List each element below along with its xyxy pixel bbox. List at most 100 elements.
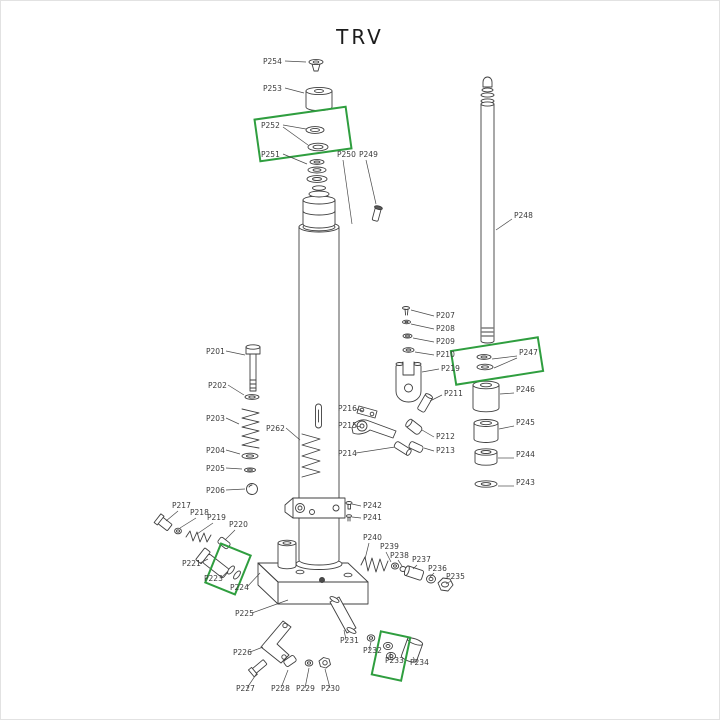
part-label-P216: P216 — [338, 404, 357, 413]
part-label-P227: P227 — [236, 684, 255, 693]
leader-line-P235 — [445, 580, 452, 585]
leader-line-P253 — [284, 87, 305, 94]
part-label-P243: P243 — [516, 478, 535, 487]
leader-line-P209 — [412, 337, 435, 343]
part-p218-washer — [174, 527, 182, 535]
part-p227-bolt — [247, 659, 268, 678]
leader-line-P206 — [225, 488, 246, 491]
leader-line-P214 — [355, 446, 396, 454]
part-p206-ball — [246, 483, 258, 495]
main-cylinder — [298, 221, 340, 566]
leader-line-P228 — [280, 669, 289, 689]
part-label-P233: P233 — [385, 656, 404, 665]
leader-line-P236 — [429, 572, 435, 578]
highlight-box-P223 — [203, 542, 253, 596]
part-p236-ring — [426, 574, 436, 584]
part-label-P214: P214 — [338, 449, 357, 458]
part-label-P247: P247 — [519, 348, 538, 357]
part-p205-ring — [244, 467, 256, 473]
leader-line-P227 — [246, 672, 258, 689]
leader-line-P250 — [342, 159, 353, 225]
parts-layer — [153, 58, 500, 678]
highlight-box-P252 — [253, 105, 353, 163]
leader-line-P241 — [351, 516, 362, 519]
leader-line-P215 — [355, 425, 362, 428]
part-p213-pin — [408, 441, 424, 453]
part-label-P244: P244 — [516, 450, 535, 459]
leader-line-P238 — [397, 559, 403, 567]
leader-line-P213 — [423, 447, 435, 452]
leader-line-P234 — [412, 656, 417, 663]
leader-line-P240 — [364, 542, 370, 560]
part-label-P211: P211 — [444, 389, 463, 398]
part-p254-screw — [308, 58, 324, 72]
part-label-P212: P212 — [436, 432, 455, 441]
part-p246-bushing — [472, 380, 500, 413]
leader-line-P262 — [285, 427, 301, 441]
leader-line-P233 — [389, 651, 392, 661]
highlight-box-P233 — [370, 630, 412, 682]
part-p243-washer — [474, 480, 498, 488]
leader-line-P254 — [284, 60, 307, 63]
highlight-box-P247 — [449, 336, 545, 386]
leader-line-P242 — [351, 503, 362, 507]
part-label-P205: P205 — [206, 464, 225, 473]
part-label-P218: P218 — [190, 508, 209, 517]
part-label-P234: P234 — [410, 658, 429, 667]
leader-line-P252 — [282, 126, 309, 146]
part-p229-ring — [304, 659, 314, 667]
part-label-P209: P209 — [436, 337, 455, 346]
leader-line-P205 — [225, 467, 243, 470]
part-label-P253: P253 — [263, 84, 282, 93]
part-label-P210: P210 — [436, 350, 455, 359]
leader-line-P237 — [412, 564, 418, 570]
part-label-P224: P224 — [230, 583, 249, 592]
part-label-P201: P201 — [206, 347, 225, 356]
part-p233-orings — [383, 641, 396, 661]
part-p231-plunger — [329, 596, 357, 634]
leader-line-P217 — [165, 510, 179, 522]
part-p232-ring — [366, 634, 376, 642]
leader-line-P212 — [421, 429, 435, 438]
leader-line-P247 — [491, 355, 518, 360]
part-label-P219: P219 — [207, 513, 226, 522]
part-label-P231: P231 — [340, 636, 359, 645]
part-label-P262: P262 — [266, 424, 285, 433]
part-p223-oring-a — [227, 565, 235, 575]
part-p214-pin — [393, 441, 412, 456]
part-p251-rings — [306, 159, 328, 183]
part-p252-orings — [305, 126, 329, 152]
part-p248-ram-rod — [480, 76, 495, 344]
part-label-P249: P249 — [359, 150, 378, 159]
part-label-P251: P251 — [261, 150, 280, 159]
leader-line-P226 — [249, 646, 264, 653]
leader-line-P219 — [421, 368, 440, 373]
part-p209-washer — [402, 333, 413, 339]
pump-cylinder — [277, 539, 297, 570]
part-p249-screw — [371, 205, 383, 222]
leader-line-P230 — [324, 668, 331, 689]
part-label-P217: P217 — [172, 501, 191, 510]
leader-line-P218 — [179, 517, 197, 529]
leader-line-P203 — [225, 417, 240, 425]
part-p217-plug — [153, 513, 173, 531]
part-label-P229: P229 — [296, 684, 315, 693]
part-p223-oring-b — [233, 570, 241, 580]
leader-line-P231 — [343, 629, 347, 641]
part-p219-spring — [185, 530, 212, 543]
leader-line-P245 — [498, 425, 515, 430]
part-label-P245: P245 — [516, 418, 535, 427]
part-label-P238: P238 — [390, 551, 409, 560]
part-p204-ring — [241, 452, 259, 460]
part-label-P242: P242 — [363, 501, 382, 510]
leader-line-P225 — [251, 599, 289, 614]
leader-line-P210 — [414, 351, 435, 356]
leader-line-P201 — [225, 350, 246, 356]
part-label-P250: P250 — [337, 150, 356, 159]
part-p239-ring — [390, 562, 400, 570]
part-p253-cap — [305, 86, 333, 112]
leader-line-P232 — [368, 641, 372, 651]
part-p244-ring — [474, 448, 498, 466]
pump-linkage-bracket — [284, 497, 346, 519]
